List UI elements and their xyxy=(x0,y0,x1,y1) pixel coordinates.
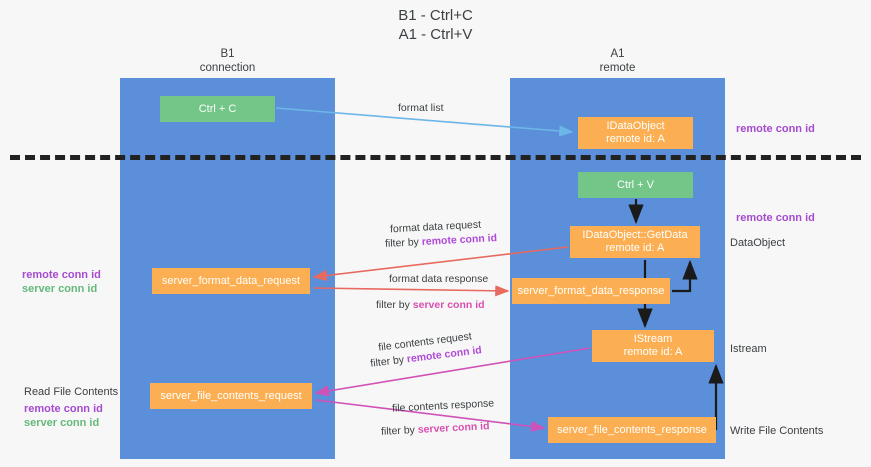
filter-prefix: filter by xyxy=(380,423,419,438)
node-server-format-data-response[interactable]: server_format_data_response xyxy=(512,278,670,304)
edge-format-data-response xyxy=(313,285,510,297)
annotation-text: remote conn id xyxy=(736,212,815,224)
filter-key-remote-conn-id: remote conn id xyxy=(421,232,498,248)
annotation-remote-conn-id-top: remote conn id xyxy=(736,122,815,136)
node-istream[interactable]: IStream remote id: A xyxy=(592,330,714,362)
filter-prefix: filter by xyxy=(376,299,413,311)
node-server-file-contents-response[interactable]: server_file_contents_response xyxy=(548,417,716,443)
node-idataobject-subtext: remote id: A xyxy=(606,133,665,145)
node-istream-subtext: remote id: A xyxy=(623,346,683,358)
swimlane-header-a1: A1 remote xyxy=(510,47,725,75)
filter-prefix: filter by xyxy=(384,236,423,250)
node-getdata-subtext: remote id: A xyxy=(605,242,665,254)
phase-separator xyxy=(10,155,861,160)
annotation-read-file-contents: Read File Contents xyxy=(24,385,118,399)
annotation-text: DataObject xyxy=(730,237,786,249)
annotation-write-file-contents: Write File Contents xyxy=(730,424,823,438)
swimlane-a1-sub: remote xyxy=(599,62,636,74)
node-fmt-request-label: server_format_data_request xyxy=(161,274,301,287)
node-ctrl-v[interactable]: Ctrl + V xyxy=(578,172,693,198)
edge-format-data-request xyxy=(312,246,569,282)
swimlane-b1-sub: connection xyxy=(199,62,256,74)
filter-key-server-conn-id: server conn id xyxy=(417,420,490,436)
node-getdata-label: IDataObject::GetData xyxy=(582,229,688,241)
annotation-text: Write File Contents xyxy=(730,425,824,437)
annotation-server-conn-id: server conn id xyxy=(24,417,100,429)
node-ctrl-v-label: Ctrl + V xyxy=(617,178,654,191)
edge-format-list xyxy=(275,107,574,137)
annotation-remote-conn-id: remote conn id xyxy=(22,269,101,281)
node-idataobject[interactable]: IDataObject remote id: A xyxy=(578,117,693,149)
swimlane-a1-name: A1 xyxy=(610,48,625,60)
node-file-response-label: server_file_contents_response xyxy=(557,423,707,436)
swimlane-header-b1: B1 connection xyxy=(120,47,335,75)
annotation-text: Istream xyxy=(730,343,767,355)
node-server-file-contents-request[interactable]: server_file_contents_request xyxy=(150,383,312,409)
annotation-text: remote conn id xyxy=(736,123,815,135)
annotation-dataobject: DataObject xyxy=(730,236,785,250)
node-server-format-data-request[interactable]: server_format_data_request xyxy=(152,268,310,294)
node-file-request-label: server_file_contents_request xyxy=(160,389,302,402)
page-title-line1: B1 - Ctrl+C xyxy=(398,7,473,24)
edge-label-format-data-response-filter: filter by server conn id xyxy=(376,298,485,312)
node-idataobject-getdata[interactable]: IDataObject::GetData remote id: A xyxy=(570,226,700,258)
annotation-server-conn-id: server conn id xyxy=(22,283,98,295)
annotation-left-conn-ids-top: remote conn id server conn id xyxy=(22,268,101,296)
annotation-remote-conn-id: remote conn id xyxy=(24,403,103,415)
node-ctrl-c[interactable]: Ctrl + C xyxy=(160,96,275,122)
annotation-istream: Istream xyxy=(730,342,767,356)
node-istream-label: IStream xyxy=(633,333,673,345)
page-title-line2: A1 - Ctrl+V xyxy=(398,26,473,43)
edge-response-to-getdata xyxy=(672,259,698,293)
swimlane-b1-name: B1 xyxy=(220,48,235,60)
annotation-left-conn-ids-bottom: remote conn id server conn id xyxy=(24,402,103,430)
annotation-remote-conn-id-mid: remote conn id xyxy=(736,211,815,225)
filter-key-server-conn-id: server conn id xyxy=(412,299,485,311)
edge-label-format-list: format list xyxy=(398,102,444,114)
node-ctrl-c-label: Ctrl + C xyxy=(198,102,237,115)
edge-label-format-data-response: format data response xyxy=(389,273,489,285)
edge-file-contents-request xyxy=(314,347,591,397)
node-idataobject-label: IDataObject xyxy=(606,120,665,132)
edge-file-contents-response xyxy=(315,399,546,432)
annotation-text: Read File Contents xyxy=(24,386,119,398)
node-fmt-response-label: server_format_data_response xyxy=(517,284,665,297)
